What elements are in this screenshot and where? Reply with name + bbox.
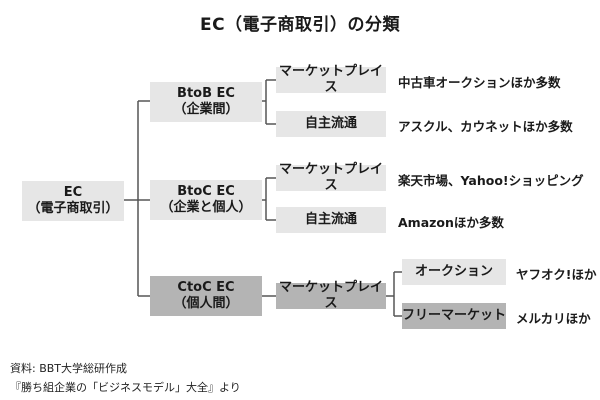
flea-market-box: フリーマーケット (402, 303, 506, 329)
ctoc-marketplace-box: マーケットプレイス (276, 280, 386, 311)
root-label: EC (63, 185, 83, 200)
btob-marketplace-box: マーケットプレイス (276, 64, 386, 95)
source-book: 『勝ち組企業の「ビジネスモデル」大全』より (10, 381, 241, 394)
example-flea-market: メルカリほか (516, 311, 591, 326)
auction-box: オークション (402, 259, 506, 285)
btoc-marketplace-box: マーケットプレイス (276, 162, 386, 193)
btoc-own-distribution-box: 自主流通 (276, 207, 386, 233)
example-btob-marketplace: 中古車オークションほか多数 (398, 75, 561, 90)
ctoc-label: CtoC EC (177, 280, 235, 295)
btob-box: BtoB EC （企業間） (150, 82, 262, 122)
ctoc-box: CtoC EC （個人間） (150, 276, 262, 316)
btob-label: BtoB EC (177, 86, 235, 101)
example-btoc-marketplace: 楽天市場、Yahoo!ショッピング (398, 173, 584, 188)
btoc-own-distribution-label: 自主流通 (304, 212, 357, 227)
example-auction: ヤフオク!ほか (516, 267, 597, 282)
btob-own-distribution-label: 自主流通 (304, 116, 357, 131)
btob-sublabel: （企業間） (173, 102, 239, 117)
root-box-ec: EC （電子商取引） (22, 181, 124, 221)
root-sublabel: （電子商取引） (27, 201, 119, 216)
ctoc-marketplace-label: マーケットプレイス (278, 280, 383, 311)
flea-market-label: フリーマーケット (402, 308, 507, 323)
btoc-box: BtoC EC （企業と個人） (150, 180, 262, 220)
example-btoc-own-distribution: Amazonほか多数 (398, 215, 504, 230)
source-credit: 資料: BBT大学総研作成 (10, 362, 128, 375)
auction-label: オークション (414, 264, 493, 279)
btob-own-distribution-box: 自主流通 (276, 111, 386, 137)
btoc-label: BtoC EC (177, 184, 235, 199)
example-btob-own-distribution: アスクル、カウネットほか多数 (398, 119, 573, 134)
btoc-marketplace-label: マーケットプレイス (278, 162, 383, 193)
btob-marketplace-label: マーケットプレイス (278, 64, 383, 95)
ctoc-sublabel: （個人間） (173, 296, 239, 311)
btoc-sublabel: （企業と個人） (160, 200, 252, 215)
diagram-title: EC（電子商取引）の分類 (199, 15, 401, 35)
